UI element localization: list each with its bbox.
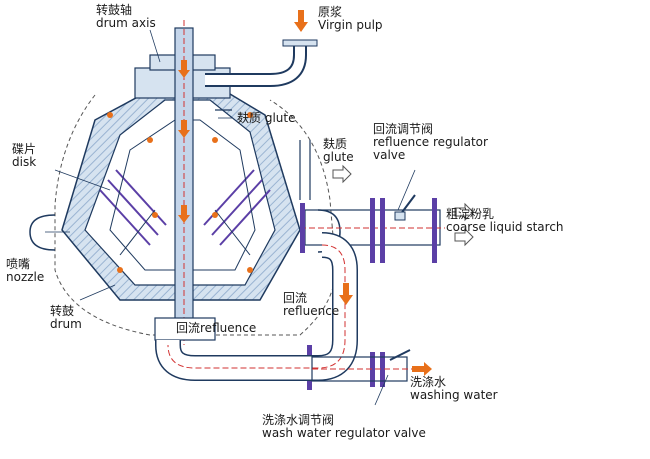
down-arrow-icon bbox=[178, 205, 190, 223]
label-wash-water-regulator-valve-zh: 洗涤水调节阀 bbox=[262, 413, 335, 427]
label-refluence-side: 回流 refluence bbox=[283, 292, 339, 318]
label-washing-water-en: washing water bbox=[410, 388, 498, 402]
right-hollow-arrow-icon bbox=[454, 227, 474, 247]
label-refluence-regulator-valve: 回流调节阀 refluence regulator valve bbox=[373, 123, 488, 162]
bottom-boss bbox=[154, 317, 216, 341]
down-arrow-icon bbox=[339, 283, 353, 305]
outer-housing bbox=[54, 94, 337, 336]
flow-arrows bbox=[107, 10, 432, 376]
down-arrow-icon bbox=[178, 60, 190, 78]
label-glute-top-en: glute bbox=[264, 111, 296, 125]
label-virgin-pulp: 原浆 Virgin pulp bbox=[318, 6, 383, 32]
label-nozzle: 喷嘴 nozzle bbox=[6, 258, 44, 284]
label-disk: 碟片 disk bbox=[12, 143, 36, 169]
label-glute-mid: 麸质 glute bbox=[323, 138, 354, 164]
refluence-centerline bbox=[167, 244, 346, 369]
label-nozzle-en: nozzle bbox=[6, 270, 45, 284]
virgin-pulp-flange bbox=[282, 39, 318, 47]
label-virgin-pulp-en: Virgin pulp bbox=[318, 18, 383, 32]
label-drum-axis-zh: 转鼓轴 bbox=[96, 3, 133, 17]
label-coarse-liquid-starch: 粗淀粉乳 coarse liquid starch bbox=[446, 208, 564, 234]
label-drum-axis-en: drum axis bbox=[96, 16, 156, 30]
label-glute-top-zh: 麸质 bbox=[237, 111, 262, 125]
label-drum-axis: 转鼓轴 drum axis bbox=[96, 4, 156, 30]
label-refluence-regulator-valve-en2: valve bbox=[373, 148, 406, 162]
label-drum-en: drum bbox=[50, 317, 82, 331]
down-arrow-icon bbox=[178, 120, 190, 138]
right-hollow-arrow-icon bbox=[454, 202, 474, 222]
label-washing-water: 洗涤水 washing water bbox=[410, 376, 498, 402]
label-disk-zh: 碟片 bbox=[12, 142, 37, 156]
label-wash-water-regulator-valve: 洗涤水调节阀 wash water regulator valve bbox=[262, 414, 426, 440]
label-drum-zh: 转鼓 bbox=[50, 304, 75, 318]
label-disk-en: disk bbox=[12, 155, 37, 169]
down-arrow-icon bbox=[294, 10, 308, 32]
label-refluence-regulator-valve-en1: refluence regulator bbox=[373, 135, 488, 149]
label-drum: 转鼓 drum bbox=[50, 305, 82, 331]
label-coarse-liquid-starch-en: coarse liquid starch bbox=[446, 220, 564, 234]
label-wash-water-regulator-valve-en: wash water regulator valve bbox=[262, 426, 426, 440]
label-refluence-side-en: refluence bbox=[283, 304, 340, 318]
label-glute-mid-en: glute bbox=[323, 150, 354, 164]
label-washing-water-zh: 洗涤水 bbox=[410, 375, 447, 389]
nozzle-housing bbox=[29, 214, 56, 251]
leader-lines bbox=[45, 29, 416, 406]
label-refluence-bottom: 回流refluence bbox=[176, 322, 256, 335]
label-glute-mid-zh: 麸质 bbox=[323, 137, 348, 151]
label-refluence-side-zh: 回流 bbox=[283, 291, 308, 305]
wash-valve-handle bbox=[389, 349, 411, 361]
label-refluence-regulator-valve-zh: 回流调节阀 bbox=[373, 122, 434, 136]
right-arrow-icon bbox=[412, 362, 432, 376]
label-refluence-bottom-zh: 回流 bbox=[176, 321, 201, 335]
right-hollow-arrow-icon bbox=[332, 164, 352, 184]
refluence-valve-body bbox=[394, 211, 406, 221]
label-virgin-pulp-zh: 原浆 bbox=[318, 5, 343, 19]
label-glute-top: 麸质 glute bbox=[237, 112, 296, 125]
label-coarse-liquid-starch-zh: 粗淀粉乳 bbox=[446, 207, 495, 221]
label-nozzle-zh: 喷嘴 bbox=[6, 257, 31, 271]
label-refluence-bottom-en: refluence bbox=[200, 321, 257, 335]
